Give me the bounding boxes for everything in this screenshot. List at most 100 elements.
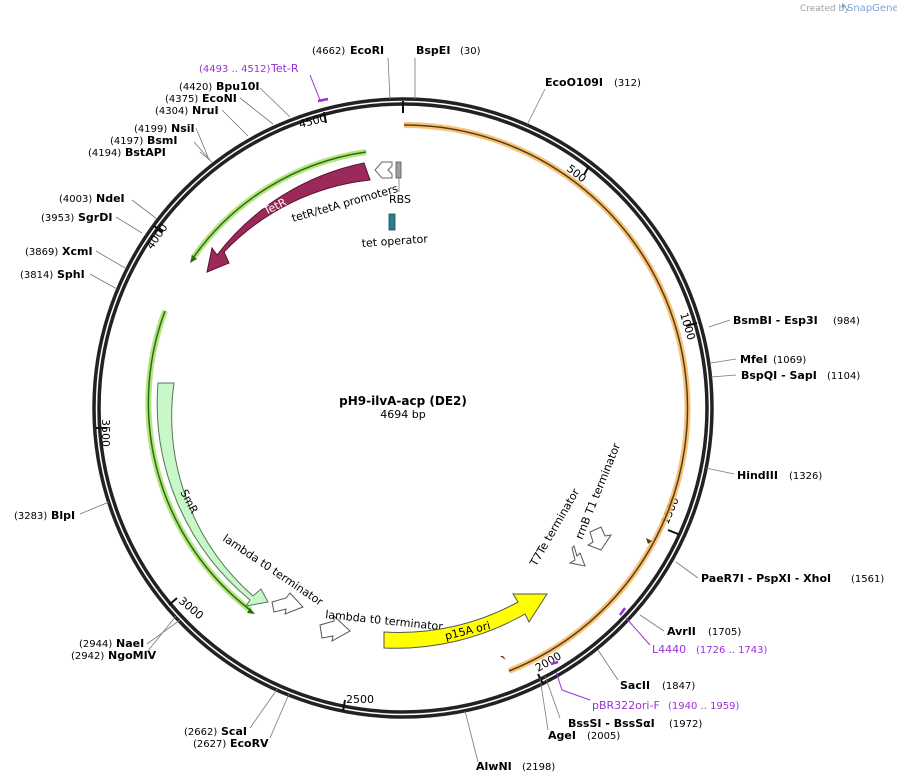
svg-text:BspQI - SapI: BspQI - SapI <box>741 369 817 382</box>
enzyme-avrii[interactable]: AvrII (1705) <box>667 625 741 638</box>
svg-text:(4420): (4420) <box>179 82 212 93</box>
enzyme-nrui[interactable]: (4304) NruI <box>155 104 219 117</box>
enzyme-bsmbi-esp3i[interactable]: BsmBI - Esp3I (984) <box>733 314 860 327</box>
rbs-label: RBS <box>389 193 411 206</box>
svg-text:SgrDI: SgrDI <box>78 211 112 224</box>
svg-text:(312): (312) <box>614 78 641 89</box>
green-feature-arc-top[interactable] <box>190 149 367 263</box>
enzyme-xcmi[interactable]: (3869) XcmI <box>25 245 93 258</box>
primer-l4440[interactable]: L4440 (1726 .. 1743) <box>618 607 768 656</box>
enzyme-hindiii[interactable]: HindIII (1326) <box>737 469 822 482</box>
created-by-label: Created by <box>800 4 850 14</box>
svg-text:(4304): (4304) <box>155 106 188 117</box>
enzyme-bsssi-bsssai[interactable]: BssSI - BssSαI (1972) <box>568 717 702 730</box>
enzyme-scai[interactable]: (2662) ScaI <box>184 725 247 738</box>
enzyme-bpu10i[interactable]: (4420) Bpu10I <box>179 80 260 93</box>
svg-text:(30): (30) <box>460 46 481 57</box>
svg-text:(2627): (2627) <box>193 739 226 750</box>
enzyme-nsii[interactable]: (4199) NsiI <box>134 122 195 135</box>
enzyme-bspei[interactable]: BspEI (30) <box>416 44 481 57</box>
enzyme-blpi[interactable]: (3283) BlpI <box>14 509 75 522</box>
enzyme-agei[interactable]: AgeI (2005) <box>548 729 620 742</box>
enzyme-sgrdi[interactable]: (3953) SgrDI <box>41 211 112 224</box>
enzyme-leaders <box>79 57 737 763</box>
svg-text:(4199): (4199) <box>134 124 167 135</box>
orange-feature-arc[interactable] <box>403 121 691 674</box>
tet-operator-label: tet operator <box>361 232 428 250</box>
svg-text:(984): (984) <box>833 316 860 327</box>
enzyme-ecorv[interactable]: (2627) EcoRV <box>193 737 269 750</box>
svg-text:(1326): (1326) <box>789 471 822 482</box>
primer-tet-r[interactable]: (4493 .. 4512) Tet-R <box>199 62 329 103</box>
svg-text:(1069): (1069) <box>773 355 806 366</box>
svg-text:(2662): (2662) <box>184 727 217 738</box>
enzyme-bstapi[interactable]: (4194) BstAPI <box>88 146 166 159</box>
tick-2500: 2500 <box>342 693 374 712</box>
svg-text:(2944): (2944) <box>79 639 112 650</box>
svg-text:3000: 3000 <box>176 594 206 622</box>
svg-text:(3283): (3283) <box>14 511 47 522</box>
svg-text:BsmI: BsmI <box>147 134 178 147</box>
backbone-outer-strand <box>92 97 714 719</box>
primer-l4440-pos: (1726 .. 1743) <box>696 645 768 656</box>
svg-text:(1104): (1104) <box>827 371 860 382</box>
tet-operator-feature[interactable]: tet operator <box>361 213 429 250</box>
svg-text:BspEI: BspEI <box>416 44 450 57</box>
svg-text:(2005): (2005) <box>587 731 620 742</box>
svg-text:(4662): (4662) <box>312 46 345 57</box>
svg-text:BsmBI - Esp3I: BsmBI - Esp3I <box>733 314 818 327</box>
svg-text:(1705): (1705) <box>708 627 741 638</box>
svg-text:NgoMIV: NgoMIV <box>108 649 157 662</box>
enzyme-ngomiv[interactable]: (2942) NgoMIV <box>71 649 157 662</box>
enzyme-bspqi-sapi[interactable]: BspQI - SapI (1104) <box>741 369 860 382</box>
svg-text:SphI: SphI <box>57 268 85 281</box>
svg-text:(1847): (1847) <box>662 681 695 692</box>
primer-pbr322ori-f[interactable]: pBR322ori-F (1940 .. 1959) <box>550 660 740 712</box>
svg-text:(1561): (1561) <box>851 574 884 585</box>
green-feature-arc-left[interactable] <box>145 309 255 614</box>
primer-tet-r-pos: (4493 .. 4512) <box>199 64 271 75</box>
primer-l4440-name: L4440 <box>652 643 686 656</box>
enzyme-paer7i-pspxi-xhoi[interactable]: PaeR7I - PspXI - XhoI (1561) <box>701 572 884 585</box>
svg-text:SacII: SacII <box>620 679 650 692</box>
svg-text:AgeI: AgeI <box>548 729 576 742</box>
svg-text:(4197): (4197) <box>110 136 143 147</box>
enzyme-sacii[interactable]: SacII (1847) <box>620 679 695 692</box>
primer-pbr322ori-f-pos: (1940 .. 1959) <box>668 701 740 712</box>
enzyme-bsmi[interactable]: (4197) BsmI <box>110 134 178 147</box>
svg-text:2500: 2500 <box>346 693 374 706</box>
svg-text:EcoRI: EcoRI <box>350 44 384 57</box>
svg-text:(2942): (2942) <box>71 651 104 662</box>
enzyme-mfei[interactable]: MfeI (1069) <box>740 353 806 366</box>
rrnb-label: rrnB T1 terminator <box>573 441 624 541</box>
svg-text:(2198): (2198) <box>522 762 555 773</box>
enzyme-ndei[interactable]: (4003) NdeI <box>59 192 125 205</box>
svg-text:PaeR7I - PspXI - XhoI: PaeR7I - PspXI - XhoI <box>701 572 831 585</box>
svg-text:NaeI: NaeI <box>116 637 144 650</box>
enzyme-sphi[interactable]: (3814) SphI <box>20 268 85 281</box>
svg-text:EcoNI: EcoNI <box>202 92 237 105</box>
plasmid-size: 4694 bp <box>380 408 425 421</box>
tick-3500: 3500 <box>96 419 112 447</box>
svg-text:XcmI: XcmI <box>62 245 93 258</box>
svg-text:(4194): (4194) <box>88 148 121 159</box>
enzyme-alwni[interactable]: AlwNI (2198) <box>476 760 555 773</box>
svg-text:MfeI: MfeI <box>740 353 767 366</box>
enzyme-ecori[interactable]: (4662) EcoRI <box>312 44 384 57</box>
svg-text:Bpu10I: Bpu10I <box>216 80 260 93</box>
svg-text:(3814): (3814) <box>20 270 53 281</box>
svg-text:NruI: NruI <box>192 104 219 117</box>
svg-text:3500: 3500 <box>99 419 112 447</box>
svg-text:EcoO109I: EcoO109I <box>545 76 603 89</box>
svg-text:ScaI: ScaI <box>221 725 247 738</box>
svg-text:AlwNI: AlwNI <box>476 760 512 773</box>
primer-tet-r-name: Tet-R <box>270 62 299 75</box>
enzyme-econi[interactable]: (4375) EcoNI <box>165 92 237 105</box>
svg-text:EcoRV: EcoRV <box>230 737 269 750</box>
svg-text:NdeI: NdeI <box>96 192 125 205</box>
rbs-feature[interactable]: RBS <box>389 161 411 206</box>
enzyme-ecoo109i[interactable]: EcoO109I (312) <box>545 76 641 89</box>
enzyme-naei[interactable]: (2944) NaeI <box>79 637 144 650</box>
primer-pbr322ori-f-name: pBR322ori-F <box>592 699 660 712</box>
